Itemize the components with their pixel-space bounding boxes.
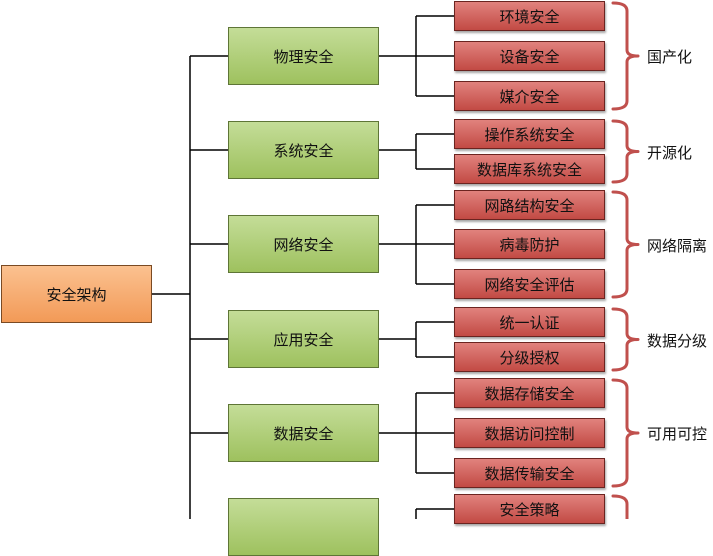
item-label: 数据库系统安全 <box>476 160 582 179</box>
item-label: 分级授权 <box>499 348 560 367</box>
curly-brace <box>611 307 640 372</box>
item-label: 统一认证 <box>499 313 560 332</box>
category-label: 网络安全 <box>273 235 334 254</box>
root-label: 安全架构 <box>46 285 107 304</box>
item-label: 网络安全评估 <box>484 275 575 294</box>
item-label: 安全策略 <box>499 500 560 519</box>
category-node: 应用安全 <box>228 310 379 368</box>
item-label: 操作系统安全 <box>484 125 575 144</box>
item-label: 病毒防护 <box>499 235 560 254</box>
category-node: 数据安全 <box>228 404 379 462</box>
item-label: 数据访问控制 <box>484 424 575 443</box>
item-node: 设备安全 <box>454 41 605 71</box>
item-node: 数据访问控制 <box>454 418 605 448</box>
item-label: 数据传输安全 <box>484 464 575 483</box>
category-node: 网络安全 <box>228 215 379 273</box>
group-tag: 开源化 <box>647 143 693 162</box>
item-node: 统一认证 <box>454 307 605 337</box>
root-node: 安全架构 <box>1 265 152 323</box>
item-label: 媒介安全 <box>499 87 560 106</box>
category-label: 系统安全 <box>273 141 334 160</box>
curly-brace <box>611 190 640 299</box>
item-node: 数据传输安全 <box>454 458 605 488</box>
item-label: 设备安全 <box>499 47 560 66</box>
curly-brace <box>611 1 640 111</box>
item-node: 网络安全评估 <box>454 269 605 299</box>
category-label: 应用安全 <box>273 330 334 349</box>
curly-brace <box>611 119 640 184</box>
item-node: 环境安全 <box>454 1 605 31</box>
category-label: 数据安全 <box>273 424 334 443</box>
item-node: 数据存储安全 <box>454 378 605 408</box>
item-node: 病毒防护 <box>454 229 605 259</box>
item-node: 媒介安全 <box>454 81 605 111</box>
category-node <box>228 498 379 556</box>
group-tag: 国产化 <box>647 48 693 66</box>
connector-lines <box>152 1 640 519</box>
category-label: 物理安全 <box>273 47 334 66</box>
curly-brace <box>611 378 640 488</box>
item-node: 网路结构安全 <box>454 190 605 220</box>
item-label: 网路结构安全 <box>484 196 575 215</box>
group-tag: 可用可控 <box>647 425 708 443</box>
group-tag: 网络隔离 <box>647 236 708 255</box>
item-label: 数据存储安全 <box>484 384 575 403</box>
item-label: 环境安全 <box>499 7 560 26</box>
item-node: 数据库系统安全 <box>454 154 605 184</box>
item-node: 安全策略 <box>454 494 605 524</box>
group-tag: 数据分级 <box>647 331 708 350</box>
item-node: 操作系统安全 <box>454 119 605 149</box>
category-node: 物理安全 <box>228 27 379 85</box>
curly-brace <box>611 494 629 519</box>
category-node: 系统安全 <box>228 121 379 179</box>
item-node: 分级授权 <box>454 342 605 372</box>
